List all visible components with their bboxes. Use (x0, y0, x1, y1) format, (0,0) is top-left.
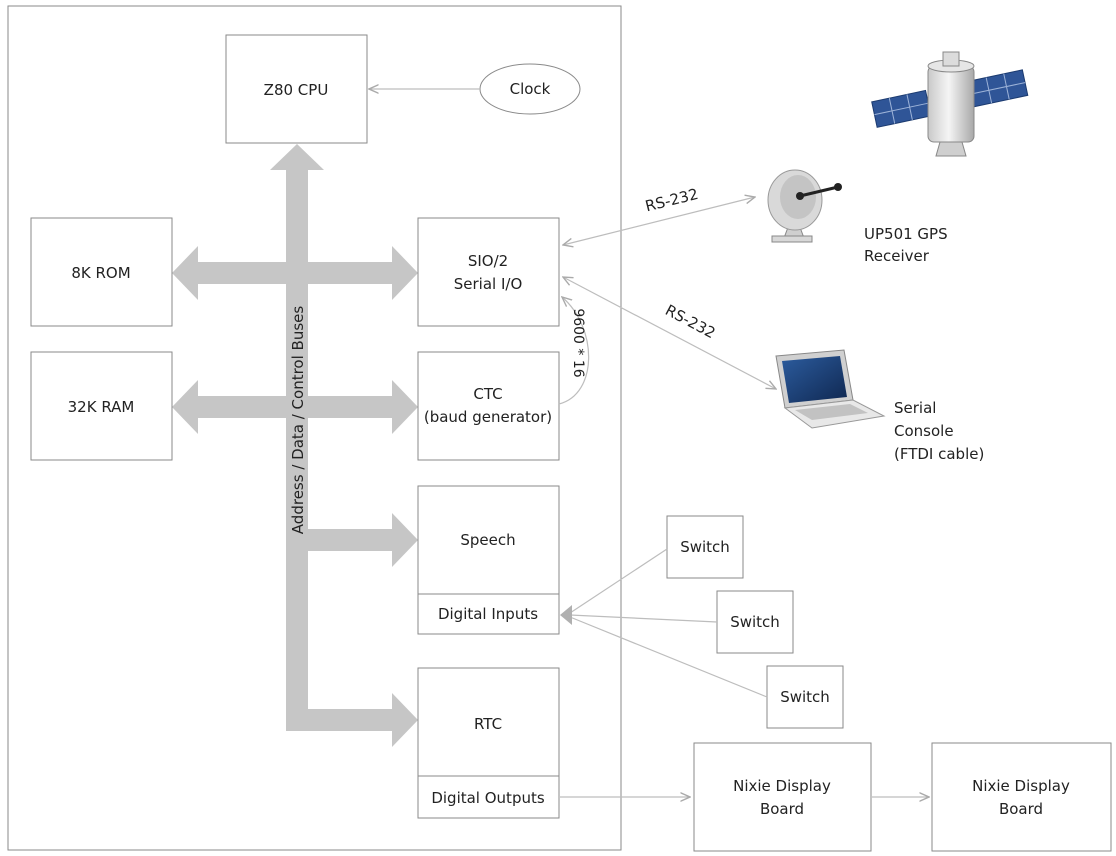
switch-to-inputs-edges (560, 548, 768, 698)
console-label-line1: Serial (894, 399, 936, 417)
nixie-board-2-block[interactable]: Nixie Display Board (931, 742, 1112, 852)
gps-link-edge (563, 197, 755, 245)
digital-outputs-label: Digital Outputs (431, 789, 545, 807)
nixie-board-1-label-line2: Board (760, 800, 804, 818)
speech-block[interactable]: Speech (417, 485, 560, 595)
console-label-line2: Console (894, 422, 954, 440)
z80-cpu-label: Z80 CPU (264, 81, 329, 99)
speech-label: Speech (460, 531, 515, 549)
satellite-icon (871, 51, 1029, 157)
baud-clock-label: 9600 * 16 (570, 308, 586, 377)
ram-block[interactable]: 32K RAM (30, 351, 173, 461)
switch-1-block[interactable]: Switch (666, 515, 744, 579)
digital-inputs-block[interactable]: Digital Inputs (417, 593, 560, 635)
bus-label: Address / Data / Control Buses (289, 306, 307, 535)
gps-dish-icon (767, 169, 842, 243)
ctc-label-line1: CTC (473, 385, 502, 403)
ctc-label-line2: (baud generator) (424, 408, 552, 426)
gps-label-line2: Receiver (864, 247, 930, 265)
rom-label: 8K ROM (71, 264, 130, 282)
clock-label: Clock (510, 80, 551, 98)
sio-block[interactable]: SIO/2 Serial I/O (417, 217, 560, 327)
rtc-label: RTC (474, 715, 502, 733)
gps-label-line1: UP501 GPS (864, 225, 948, 243)
switch-2-block[interactable]: Switch (716, 590, 794, 654)
nixie-board-1-block[interactable]: Nixie Display Board (693, 742, 872, 852)
board-enclosure (7, 5, 622, 851)
console-link-label: RS-232 (662, 301, 718, 342)
switch-1-label: Switch (680, 538, 730, 556)
nixie-board-2-label-line2: Board (999, 800, 1043, 818)
nixie-board-2-label-line1: Nixie Display (972, 777, 1070, 795)
ctc-block[interactable]: CTC (baud generator) (417, 351, 560, 461)
ram-label: 32K RAM (68, 398, 135, 416)
console-link-edge (563, 277, 776, 389)
bus-system (172, 144, 418, 747)
sio-label-line1: SIO/2 (468, 252, 508, 270)
console-label-line3: (FTDI cable) (894, 445, 984, 463)
digital-outputs-block[interactable]: Digital Outputs (417, 775, 560, 819)
laptop-icon (775, 349, 886, 429)
sio-label-line2: Serial I/O (454, 275, 523, 293)
rom-block[interactable]: 8K ROM (30, 217, 173, 327)
switch-3-label: Switch (780, 688, 830, 706)
z80-cpu-block[interactable]: Z80 CPU (225, 34, 368, 144)
digital-inputs-label: Digital Inputs (438, 605, 538, 623)
gps-link-label: RS-232 (643, 185, 700, 216)
switch-3-block[interactable]: Switch (766, 665, 844, 729)
switch-2-label: Switch (730, 613, 780, 631)
nixie-board-1-label-line1: Nixie Display (733, 777, 831, 795)
clock-block[interactable]: Clock (479, 63, 581, 115)
rtc-block[interactable]: RTC (417, 667, 560, 777)
